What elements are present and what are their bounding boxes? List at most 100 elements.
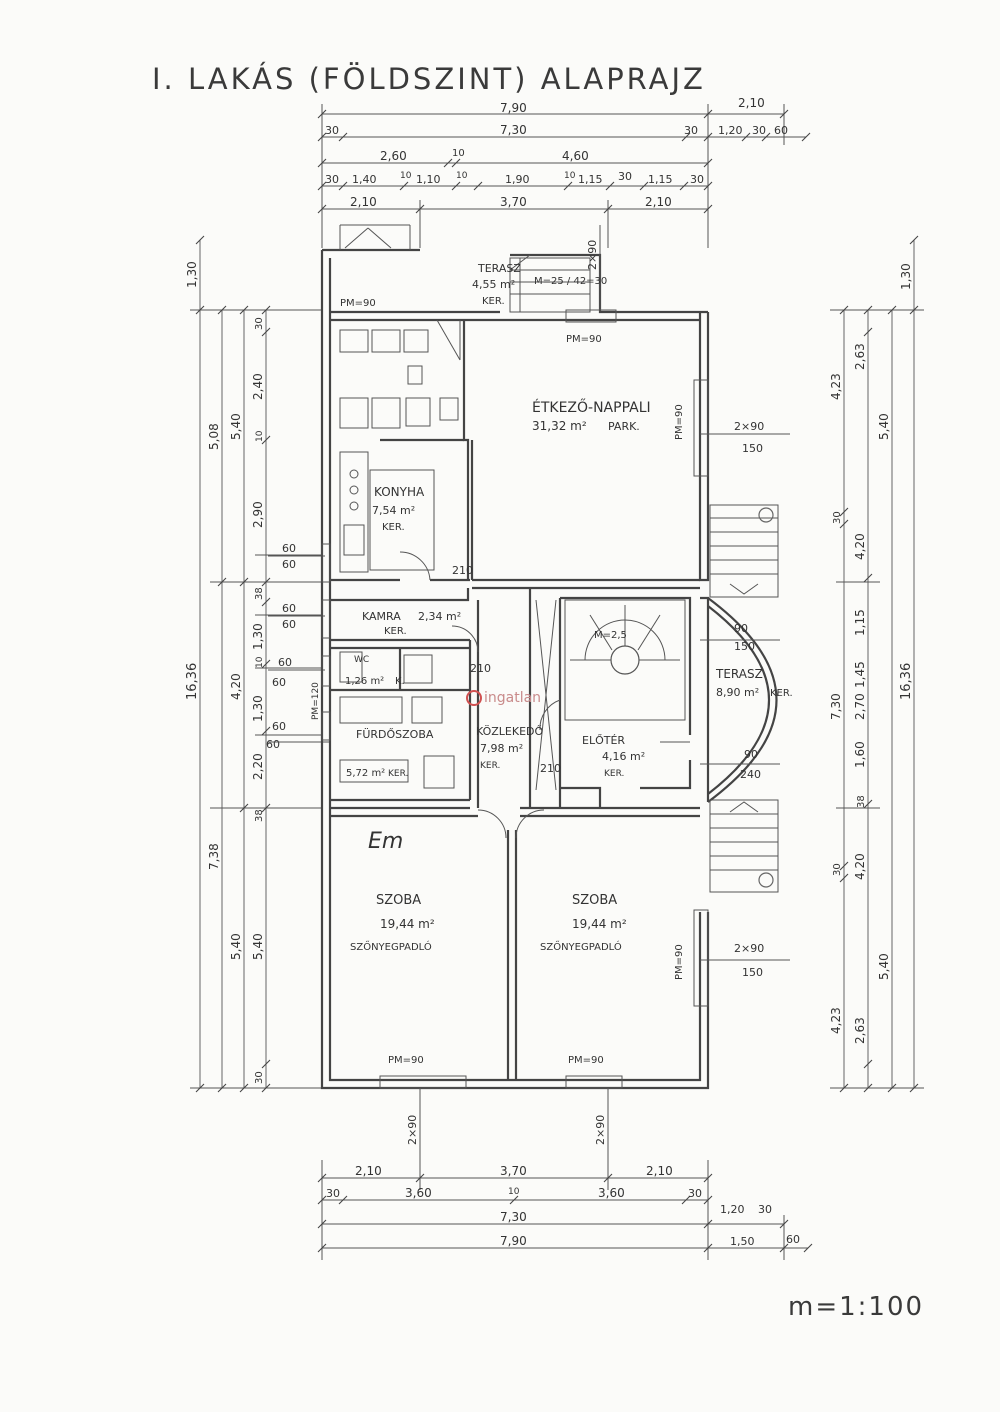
room-kitchen-floor: KER. bbox=[382, 522, 405, 533]
handwritten-em: Em bbox=[368, 829, 403, 854]
bottom-dim-1-1: 2,10 bbox=[355, 1164, 382, 1178]
room-pantry-name: KAMRA bbox=[362, 610, 401, 623]
right-dim-2-6: 38 bbox=[856, 795, 867, 808]
right-dim-3-2: 2,70 bbox=[853, 693, 867, 720]
bottom-dim-3-2: 1,20 bbox=[720, 1203, 745, 1216]
door-note-bottom-1: 2×90 bbox=[406, 1115, 419, 1145]
bottom-dimensions: 2,10 3,70 2,10 30 3,60 10 3,60 30 7,30 1… bbox=[317, 1110, 813, 1260]
left-dimensions: 16,36 1,30 5,08 7,38 5,40 4,20 5,40 30 2… bbox=[185, 235, 330, 1093]
right-dim-total: 16,36 bbox=[899, 663, 914, 700]
left-dim-2-2: 5,08 bbox=[207, 423, 221, 450]
room-hall-area: 4,16 m² bbox=[602, 750, 645, 763]
watermark-logo-icon bbox=[466, 690, 482, 706]
building-walls bbox=[320, 224, 790, 1160]
right-dim-1-8: 4,23 bbox=[829, 1007, 843, 1034]
top-dim-3-1: 2,60 bbox=[380, 149, 407, 163]
top-dim-4-5: 10 bbox=[456, 171, 468, 181]
room-corridor-name: KÖZLEKEDŐ bbox=[476, 724, 544, 738]
left-dim-4-2: 2,40 bbox=[251, 373, 265, 400]
right-dim-1-4: 4,20 bbox=[853, 533, 867, 560]
left-dim-4-5: 38 bbox=[254, 587, 265, 600]
terrace-door-150: 150 bbox=[734, 640, 755, 653]
room-corridor-area: 7,98 m² bbox=[480, 742, 523, 755]
top-dim-4-6: 1,90 bbox=[505, 173, 530, 186]
corridor-door-210: 210 bbox=[540, 762, 561, 775]
room-bedroom-1-floor: SZŐNYEGPADLÓ bbox=[350, 939, 432, 953]
top-dim-1-2: 2,10 bbox=[738, 96, 765, 110]
right-dimensions: 4,23 30 4,20 7,30 4,20 30 4,23 2,63 5,40… bbox=[829, 235, 924, 1093]
entry-door-240: 240 bbox=[740, 768, 761, 781]
pm-note-terrace: PM=90 bbox=[340, 298, 376, 309]
room-living-floor: PARK. bbox=[608, 420, 640, 433]
top-dim-4-2: 1,40 bbox=[352, 173, 377, 186]
bottom-dim-1-3: 2,10 bbox=[646, 1164, 673, 1178]
right-dim-1-6: 4,20 bbox=[853, 853, 867, 880]
pm-note-right-2: PM=90 bbox=[674, 944, 685, 980]
pm-note-right-1: PM=90 bbox=[674, 404, 685, 440]
room-corridor-floor: KER. bbox=[480, 761, 500, 771]
top-dim-3-3: 4,60 bbox=[562, 149, 589, 163]
left-side-dim-4: 60 bbox=[282, 618, 296, 631]
room-pantry-floor: KER. bbox=[384, 626, 407, 637]
room-living-name: ÉTKEZŐ-NAPPALI bbox=[532, 398, 651, 416]
left-side-dim-6: 60 bbox=[272, 676, 286, 689]
top-dim-4-1: 30 bbox=[325, 173, 339, 186]
top-dim-2-3: 30 bbox=[684, 124, 698, 137]
pm-note-bedroom-2: PM=90 bbox=[568, 1055, 604, 1066]
annotations: M=25 / 42=30 M=2,5 PM=90 PM=90 PM=90 PM=… bbox=[311, 240, 764, 1145]
left-dim-total: 16,36 bbox=[185, 663, 200, 700]
left-side-dim-3: 60 bbox=[282, 602, 296, 615]
room-bath-floor: KER. bbox=[388, 769, 408, 779]
pm-note-left: PM=120 bbox=[311, 682, 321, 720]
room-pantry-area: 2,34 m² bbox=[418, 610, 461, 623]
left-side-dim-2: 60 bbox=[282, 558, 296, 571]
top-dim-5-2: 3,70 bbox=[500, 195, 527, 209]
left-dim-3-2: 4,20 bbox=[229, 673, 243, 700]
top-dim-4-7: 10 bbox=[564, 171, 576, 181]
room-terrace-right-area: 8,90 m² bbox=[716, 686, 759, 699]
top-dim-2-4: 1,20 bbox=[718, 124, 743, 137]
right-dim-2-5: 1,60 bbox=[853, 741, 867, 768]
top-dim-4-8: 1,15 bbox=[578, 173, 603, 186]
left-side-dim-1: 60 bbox=[282, 542, 296, 555]
left-dim-3-1: 5,40 bbox=[229, 413, 243, 440]
scale-label: m=1:100 bbox=[788, 1292, 925, 1322]
room-wc-area: 1,26 m² bbox=[345, 676, 384, 687]
left-side-dim-7: 60 bbox=[272, 720, 286, 733]
left-dim-3-3: 5,40 bbox=[229, 933, 243, 960]
terrace-door-90: 90 bbox=[734, 622, 748, 635]
pm-note-bedroom-1: PM=90 bbox=[388, 1055, 424, 1066]
left-dim-4-9: 2,20 bbox=[251, 753, 265, 780]
room-wc-floor: K. bbox=[395, 676, 405, 687]
window-note-living: 2×90 bbox=[734, 420, 764, 433]
door-note-bottom-2: 2×90 bbox=[594, 1115, 607, 1145]
top-dim-2-5: 30 bbox=[752, 124, 766, 137]
room-labels: TERASZ 4,55 m² KER. ÉTKEZŐ-NAPPALI 31,32… bbox=[345, 262, 793, 953]
top-dim-5-1: 2,10 bbox=[350, 195, 377, 209]
right-dim-2-3: 1,15 bbox=[853, 609, 867, 636]
left-side-dim-5: 60 bbox=[278, 656, 292, 669]
bottom-dim-3-1: 7,30 bbox=[500, 1210, 527, 1224]
stair-top-note: M=25 / 42=30 bbox=[534, 276, 607, 287]
stair-main-note: M=2,5 bbox=[594, 630, 627, 641]
right-dim-1-5: 7,30 bbox=[829, 693, 843, 720]
room-bedroom-1-name: SZOBA bbox=[376, 893, 421, 908]
window-note-bedroom: 2×90 bbox=[734, 942, 764, 955]
right-dim-1-3: 30 bbox=[832, 511, 843, 524]
top-dim-2-6: 60 bbox=[774, 124, 788, 137]
right-dim-1-1: 1,30 bbox=[899, 263, 913, 290]
left-dim-4-7: 10 bbox=[255, 656, 265, 668]
top-dim-5-3: 2,10 bbox=[645, 195, 672, 209]
bottom-dim-2-1: 30 bbox=[326, 1187, 340, 1200]
left-dim-4-8: 1,30 bbox=[251, 695, 265, 722]
bottom-dim-4-2: 1,50 bbox=[730, 1235, 755, 1248]
wc-door-210: 210 bbox=[470, 662, 491, 675]
room-wc-name: WC bbox=[354, 655, 369, 665]
bottom-dim-1-2: 3,70 bbox=[500, 1164, 527, 1178]
bottom-dim-3-3: 30 bbox=[758, 1203, 772, 1216]
top-dim-4-10: 1,15 bbox=[648, 173, 673, 186]
right-dim-1-7: 30 bbox=[832, 863, 843, 876]
kitchen-door-210: 210 bbox=[452, 564, 473, 577]
room-terrace-right-floor: KER. bbox=[770, 688, 793, 699]
